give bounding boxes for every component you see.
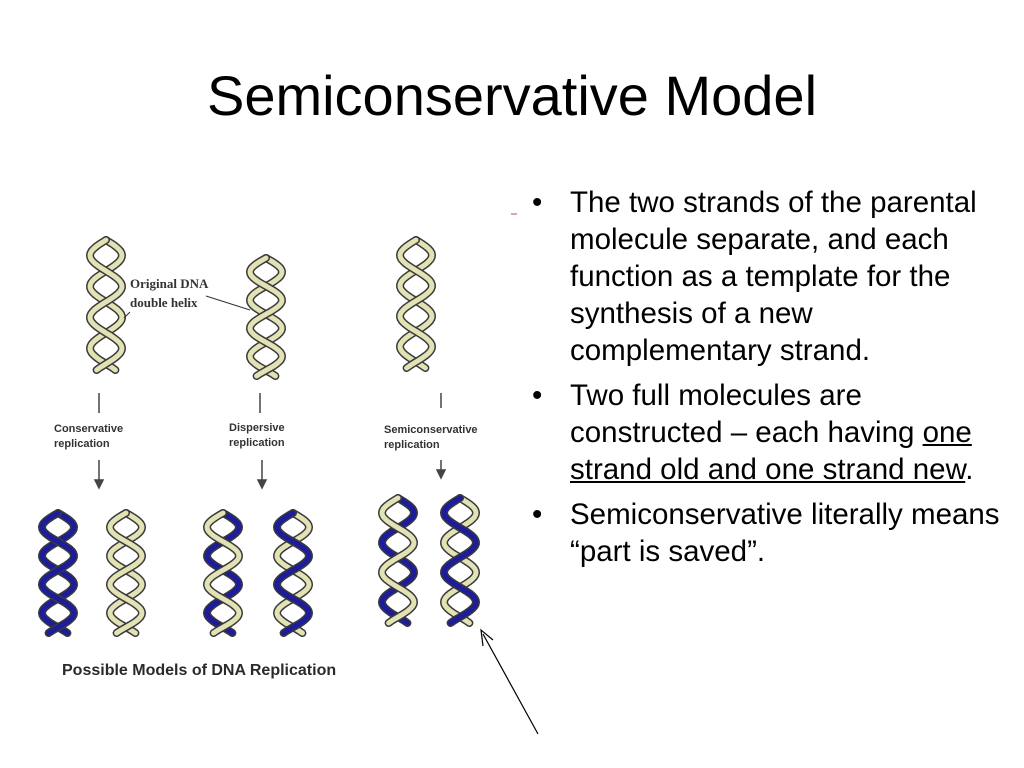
bullet-text-underlined: one strand old and one strand new <box>570 416 972 486</box>
strand-b <box>274 510 312 636</box>
stray-mark-icon <box>510 206 520 216</box>
bullet-text: The two strands of the parental molecule… <box>570 186 977 367</box>
bullet-text-after: . <box>965 453 974 486</box>
conservative-daughter-old <box>105 509 147 637</box>
conservative-label-line1: Conservative <box>54 423 123 435</box>
bullet-item-2: • Two full molecules are constructed – e… <box>530 377 1000 488</box>
strand-a <box>379 495 417 626</box>
dna-replication-figure: Original DNA double helix Conservative r… <box>18 228 508 688</box>
arrow-head-dispersive <box>256 479 268 490</box>
bullet-item-3: • Semiconservative literally means “part… <box>530 496 1000 570</box>
strand-b <box>39 510 77 636</box>
strand-a <box>274 510 312 636</box>
strand-b <box>397 237 435 371</box>
dna-replication-diagram: Original DNA double helix Conservative r… <box>37 236 481 679</box>
dispersive-daughter-1 <box>202 509 244 637</box>
strand-b <box>247 255 285 379</box>
original-dna-label-line2: double helix <box>130 295 198 310</box>
label-pointer-line-left <box>123 311 131 319</box>
bullet-item-1: • The two strands of the parental molecu… <box>530 184 1000 369</box>
original-helix-dispersive <box>245 254 287 380</box>
label-pointer-line <box>205 295 251 311</box>
bullet-list: • The two strands of the parental molecu… <box>530 184 1000 578</box>
arrow-head-semiconservative <box>435 469 447 480</box>
strand-b <box>441 495 479 626</box>
original-helix-conservative <box>85 236 127 374</box>
semiconservative-daughter-1 <box>377 494 419 627</box>
bullet-dot: • <box>532 498 543 531</box>
strand-a <box>247 255 285 379</box>
strand-a <box>204 510 242 636</box>
strand-b <box>379 495 417 626</box>
slide-title: Semiconservative Model <box>206 64 818 127</box>
semiconservative-label-line2: replication <box>384 439 440 451</box>
strand-a <box>39 510 77 636</box>
strand-b <box>87 237 125 373</box>
figure-caption: Possible Models of DNA Replication <box>62 662 336 679</box>
dispersive-daughter-2 <box>272 509 314 637</box>
strand-a <box>107 510 145 636</box>
bullet-text: Semiconservative literally means “part i… <box>570 498 1000 568</box>
arrow-head-conservative <box>93 479 105 490</box>
strand-a <box>441 495 479 626</box>
conservative-daughter-new <box>37 509 79 637</box>
original-dna-label-line1: Original DNA <box>130 276 209 291</box>
strand-b <box>107 510 145 636</box>
pointer-arrow-head-icon <box>480 628 494 647</box>
strand-a <box>397 237 435 371</box>
strand-a <box>87 237 125 373</box>
strand-b <box>204 510 242 636</box>
bullet-dot: • <box>532 186 543 219</box>
dispersive-label-line1: Dispersive <box>229 422 285 434</box>
pointer-arrow-line <box>482 633 539 735</box>
dispersive-label-line2: replication <box>229 437 285 449</box>
bullet-dot: • <box>532 379 543 412</box>
semiconservative-daughter-2 <box>439 494 481 627</box>
original-helix-semiconservative <box>395 236 437 372</box>
bullet-text-before: Two full molecules are constructed – eac… <box>570 379 923 449</box>
conservative-label-line2: replication <box>54 438 110 450</box>
semiconservative-label-line1: Semiconservative <box>384 424 478 436</box>
